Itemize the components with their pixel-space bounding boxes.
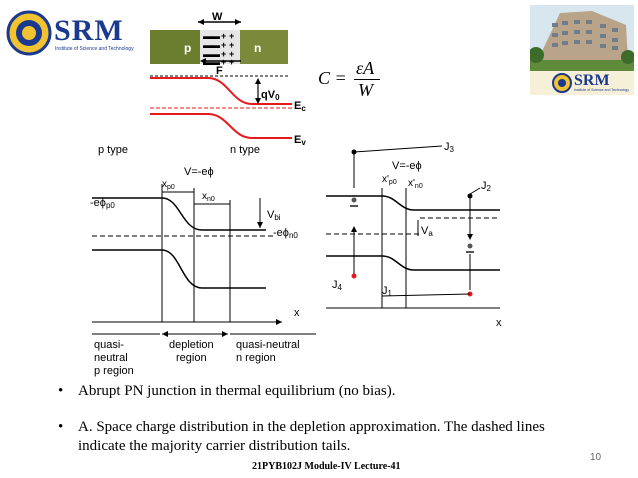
- svg-text:+: +: [229, 40, 234, 50]
- srm-logo-right-name: SRM: [574, 72, 610, 89]
- capacitance-formula: C = εA W: [318, 58, 398, 100]
- p-label: p: [184, 41, 191, 55]
- svg-text:+: +: [221, 31, 226, 41]
- srm-emblem-small-icon: [552, 73, 572, 93]
- bias-current-diagram: J3 V=-eϕ x'p0 x'n0 J2 Va J: [326, 141, 502, 329]
- svg-text:+: +: [229, 49, 234, 59]
- svg-text:▬: ▬: [211, 49, 220, 59]
- formula-numerator: εA: [356, 58, 375, 78]
- ev-label: Ev: [294, 134, 306, 147]
- formula-lhs: C =: [318, 68, 347, 88]
- depletion-block: [200, 30, 240, 64]
- x-axis-label: x: [294, 307, 300, 319]
- svg-text:+: +: [221, 40, 226, 50]
- svg-text:▬: ▬: [203, 40, 212, 50]
- bullet-2-text: A. Space charge distribution in the depl…: [78, 419, 545, 454]
- region-mid-label: depletion region: [169, 339, 217, 364]
- j1-label: J1: [382, 285, 393, 298]
- svg-text:▬: ▬: [203, 57, 212, 67]
- vbi-label: Vbi: [267, 209, 281, 222]
- formula-bar: [354, 79, 380, 80]
- va-label: Va: [421, 225, 433, 238]
- region-left-label: quasi- neutral p region: [94, 339, 134, 377]
- lower-band-curve: [92, 249, 266, 289]
- j4-label: J4: [332, 279, 343, 292]
- bullet-1: • Abrupt PN junction in thermal equilibr…: [58, 382, 598, 401]
- svg-text:▬: ▬: [211, 40, 220, 50]
- svg-text:▬: ▬: [203, 49, 212, 59]
- xp0-prime-label: x'p0: [382, 174, 397, 186]
- bullet-1-text: Abrupt PN junction in thermal equilibriu…: [78, 383, 396, 399]
- w-label: W: [212, 11, 223, 23]
- campus-building-image: [528, 5, 635, 71]
- electron-dot: [351, 197, 357, 203]
- srm-logo-right: SRM Institute of Science and Technology: [530, 71, 634, 95]
- j3-line: [353, 145, 443, 153]
- n-label: n: [254, 41, 261, 55]
- hole-dot: [351, 273, 357, 279]
- srm-logo-name: SRM: [54, 14, 124, 47]
- j3-label: J3: [444, 141, 455, 154]
- footer-text: 21PYB102J Module-IV Lecture-41: [252, 461, 401, 472]
- electron-dot: [351, 149, 357, 155]
- srm-emblem-icon: [6, 10, 52, 56]
- equilibrium-diagram: p type n type V=-eϕ xp0 xn0 -eϕp0 Vbi -e…: [90, 144, 316, 377]
- svg-text:+: +: [229, 31, 234, 41]
- bullet-dot: •: [58, 383, 64, 399]
- f-label: F: [216, 65, 223, 77]
- n-type-label: n type: [230, 144, 260, 156]
- svg-text:▬: ▬: [211, 57, 220, 67]
- x-axis-label-right: x: [496, 317, 502, 329]
- bullet-2: • A. Space charge distribution in the de…: [58, 418, 558, 456]
- srm-logo-right-tagline: Institute of Science and Technology: [574, 88, 630, 92]
- page-number: 10: [590, 452, 602, 463]
- bias-potential-label: V=-eϕ: [392, 160, 422, 172]
- ephi-p0-label: -eϕp0: [90, 197, 115, 210]
- potential-label: V=-eϕ: [184, 166, 214, 178]
- p-region-block: [150, 30, 200, 64]
- ec-label: Ec: [294, 100, 306, 113]
- j2-line: [469, 187, 481, 195]
- xn0-prime-label: x'n0: [408, 178, 423, 190]
- ev-band-curve: [150, 113, 292, 139]
- region-right-label: quasi-neutral n region: [236, 339, 303, 364]
- j2-label: J2: [481, 180, 492, 193]
- electron-dot: [467, 243, 473, 249]
- srm-logo-tagline: Institute of Science and Technology: [55, 46, 134, 52]
- formula-denominator: W: [358, 80, 373, 100]
- space-charge-signs: ▬▬▬▬ ▬▬▬▬ ++++ ++++: [203, 31, 234, 67]
- j1-line: [381, 293, 471, 297]
- svg-text:+: +: [229, 57, 234, 67]
- band-diagram: W p n ▬▬▬▬ ▬▬▬▬ ++++ ++++ F qV0 Ec Ev: [150, 11, 306, 147]
- lower-bias-curve: [326, 255, 500, 271]
- svg-text:+: +: [221, 49, 226, 59]
- svg-text:▬: ▬: [211, 31, 220, 41]
- ec-band-curve: [150, 77, 292, 105]
- xp0-label: xp0: [162, 179, 175, 191]
- p-type-label: p type: [98, 144, 128, 156]
- svg-text:+: +: [221, 57, 226, 67]
- qv0-label: qV0: [261, 89, 280, 102]
- upper-potential-curve: [92, 197, 266, 231]
- building-photo-icon: [528, 5, 635, 71]
- ephi-n0-label: -eϕn0: [273, 227, 298, 240]
- upper-bias-curve: [326, 195, 500, 211]
- svg-text:▬: ▬: [203, 31, 212, 41]
- xn0-label: xn0: [202, 191, 215, 203]
- srm-logo-left: SRM Institute of Science and Technology: [6, 10, 134, 58]
- n-region-block: [240, 30, 288, 64]
- bullet-dot: •: [58, 419, 64, 435]
- electron-dot: [467, 193, 473, 199]
